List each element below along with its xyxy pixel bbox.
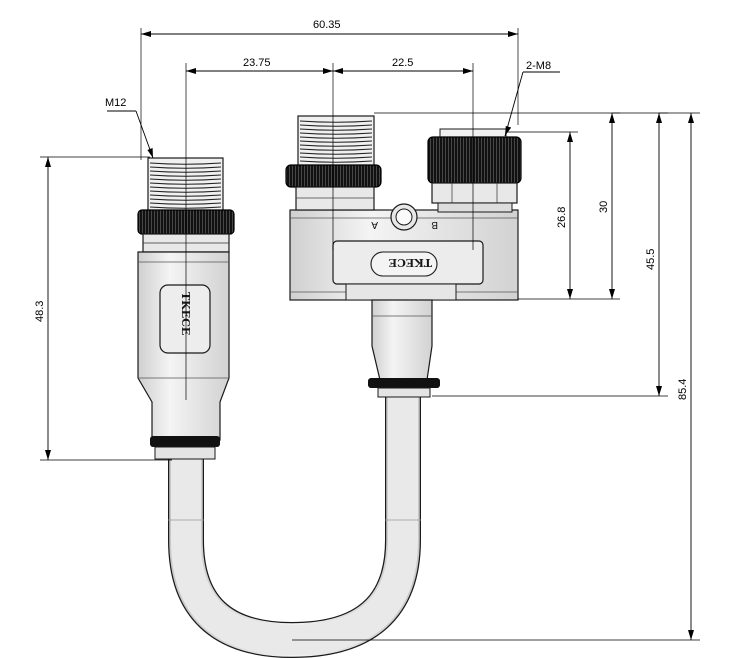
center-lines bbox=[185, 63, 474, 400]
dimension-m12-to-a: 23.75 bbox=[186, 57, 333, 74]
dimension-total-height: 85.4 bbox=[292, 112, 700, 641]
thread-line bbox=[149, 162, 222, 165]
thread-line bbox=[299, 120, 373, 123]
m12-callout-label: M12 bbox=[105, 97, 126, 109]
overall-width-label: 60.35 bbox=[313, 19, 341, 31]
thread-line bbox=[149, 170, 222, 173]
thread-line bbox=[299, 124, 373, 127]
m12-brand-plate bbox=[159, 284, 211, 354]
tee-height-label: 45.5 bbox=[645, 249, 657, 270]
thread-line bbox=[299, 160, 373, 163]
m12-thread bbox=[147, 157, 224, 214]
m12-to-a-label: 23.75 bbox=[243, 57, 271, 69]
thread-line bbox=[149, 186, 222, 189]
thread-line bbox=[299, 152, 373, 155]
dimension-a-to-b: 22.5 bbox=[333, 57, 473, 74]
m8-height-label: 26.8 bbox=[556, 207, 568, 228]
a-to-b-label: 22.5 bbox=[392, 57, 413, 69]
dimension-m8-height: 26.8 bbox=[506, 131, 620, 300]
thread-line bbox=[299, 148, 373, 151]
thread-line bbox=[149, 194, 222, 197]
port-b-label: B bbox=[431, 219, 438, 230]
left-height-label: 48.3 bbox=[34, 301, 46, 322]
thread-line bbox=[299, 128, 373, 131]
tee-brand-text: TKECE bbox=[389, 256, 432, 269]
tee-cable-gland bbox=[345, 283, 457, 398]
total-height-label: 85.4 bbox=[677, 379, 689, 400]
thread-line bbox=[299, 136, 373, 139]
thread-line bbox=[149, 198, 222, 201]
callout-2-m8: 2-M8 bbox=[504, 60, 560, 137]
thread-line bbox=[149, 166, 222, 169]
thread-line bbox=[299, 156, 373, 159]
callout-m12: M12 bbox=[105, 97, 154, 159]
thread-line bbox=[149, 202, 222, 205]
thread-line bbox=[149, 190, 222, 193]
thread-line bbox=[299, 140, 373, 143]
dimension-overall-width: 60.35 bbox=[140, 19, 519, 160]
dimension-tee-height: 45.5 bbox=[432, 112, 668, 397]
m12-brand-text: TKECE bbox=[179, 292, 192, 335]
thread-line bbox=[149, 178, 222, 181]
dimension-left-height: 48.3 bbox=[34, 156, 172, 461]
port-b-connector bbox=[427, 128, 522, 213]
body-height-label: 30 bbox=[598, 201, 610, 213]
thread-line bbox=[149, 174, 222, 177]
thread-line bbox=[299, 144, 373, 147]
m8-callout-label: 2-M8 bbox=[526, 60, 551, 72]
port-a-label: A bbox=[371, 219, 378, 230]
thread-line bbox=[149, 182, 222, 185]
port-a-connector bbox=[285, 115, 382, 211]
thread-line bbox=[149, 206, 222, 209]
dimension-body-height: 30 bbox=[374, 112, 620, 299]
thread-line bbox=[299, 132, 373, 135]
tee-brand-plate bbox=[370, 251, 438, 277]
tee-splitter-body: TKECE A B bbox=[289, 203, 519, 301]
